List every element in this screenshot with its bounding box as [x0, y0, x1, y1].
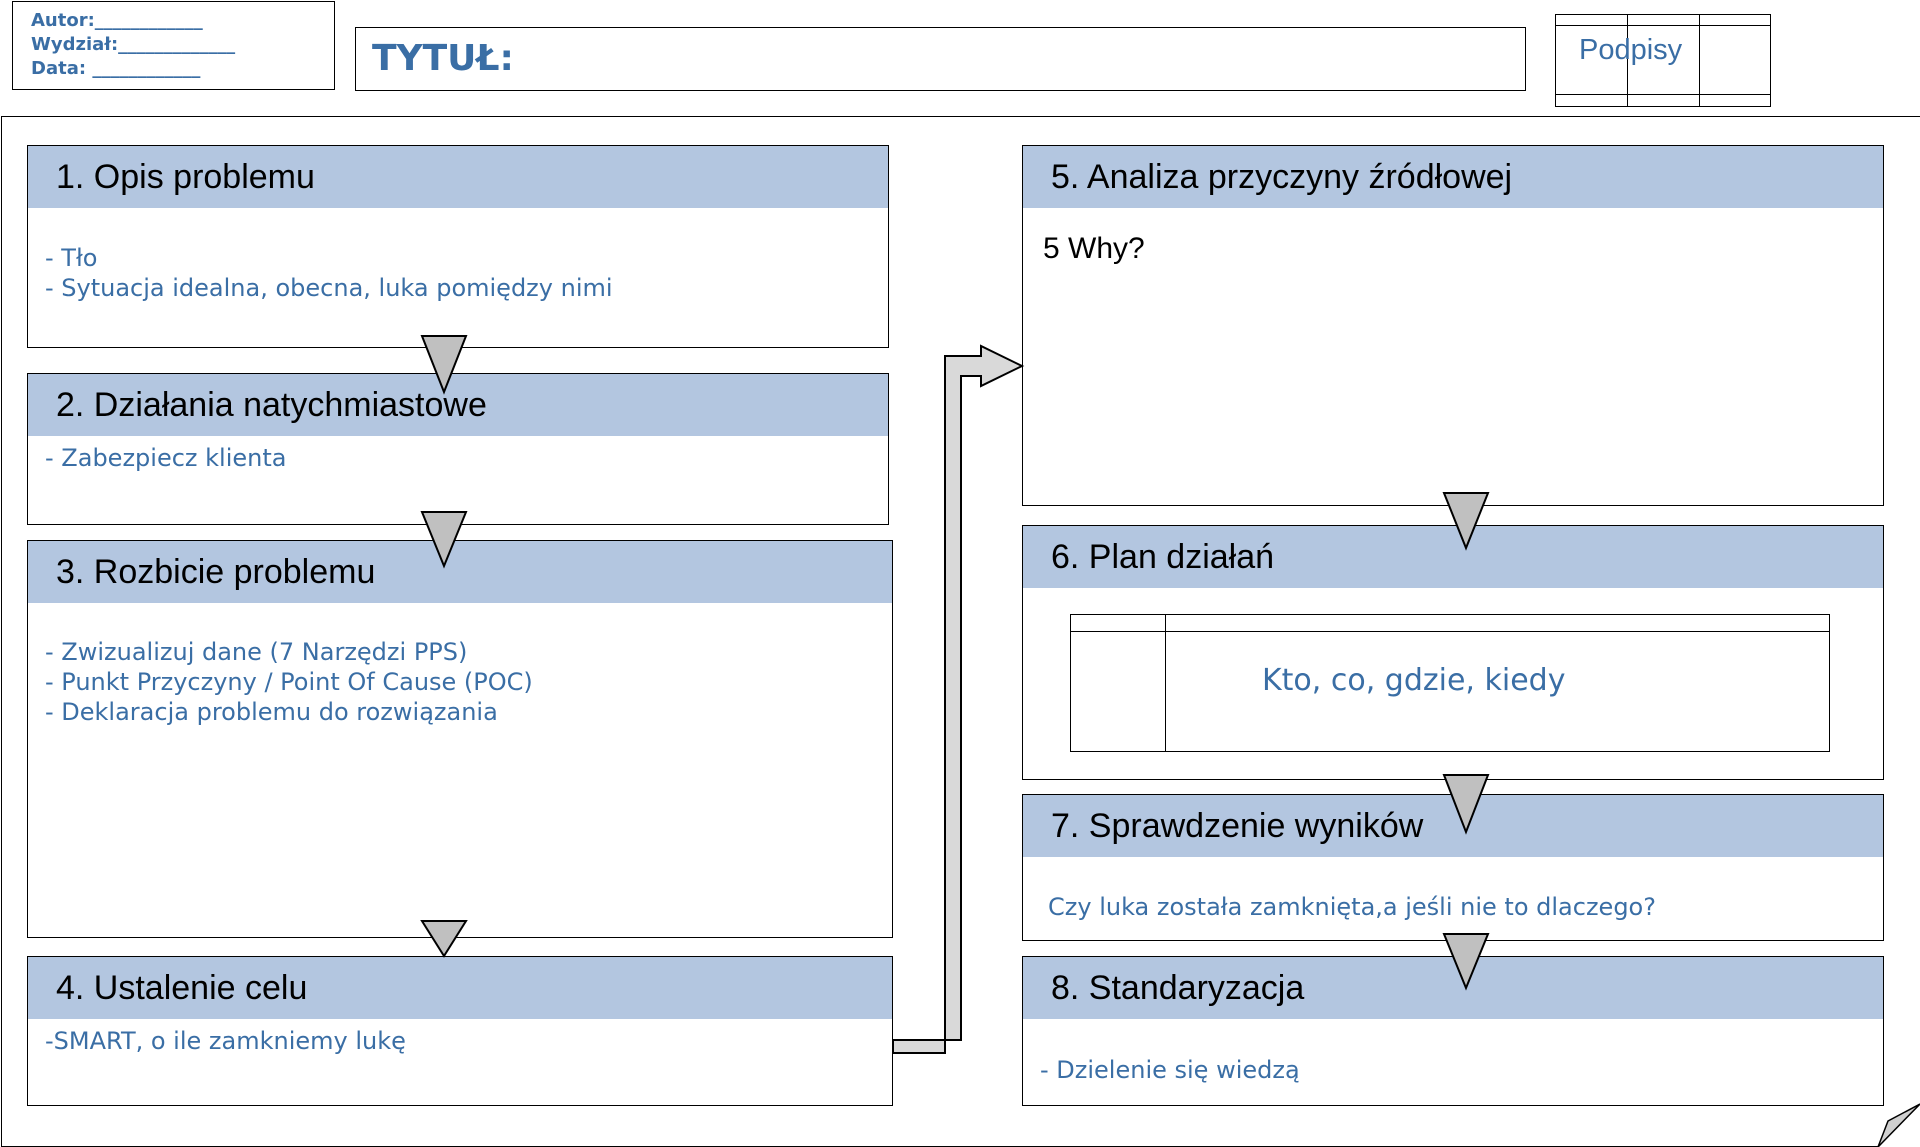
panel-header: 7. Sprawdzenie wyników [1023, 795, 1883, 857]
panel-title: 5. Analiza przyczyny źródłowej [1051, 158, 1513, 196]
panel-content[interactable]: Czy luka została zamknięta,a jeśli nie t… [1048, 893, 1656, 921]
action-plan-table[interactable]: Kto, co, gdzie, kiedy [1070, 614, 1830, 752]
panel-content[interactable]: -SMART, o ile zamkniemy lukę [45, 1027, 406, 1055]
signatures-label: Podpisy [1579, 34, 1683, 66]
title-field[interactable]: TYTUŁ: [355, 27, 1526, 91]
panel-content[interactable]: - Dzielenie się wiedzą [1040, 1056, 1300, 1084]
panel-content[interactable]: - Zabezpiecz klienta [45, 444, 287, 472]
panel-title: 2. Działania natychmiastowe [56, 386, 487, 424]
panel-content[interactable]: - Tło - Sytuacja idealna, obecna, luka p… [45, 244, 613, 302]
panel-header: 6. Plan działań [1023, 526, 1883, 588]
panel-results-check: 7. Sprawdzenie wyników Czy luka została … [1022, 794, 1884, 941]
date-label: Data: [31, 58, 87, 79]
table-header-line [1071, 631, 1829, 632]
panel-header: 4. Ustalenie celu [28, 957, 892, 1019]
panel-action-plan: 6. Plan działań Kto, co, gdzie, kiedy [1022, 525, 1884, 780]
signatures-box: Podpisy [1555, 14, 1771, 107]
panel-title: 8. Standaryzacja [1051, 969, 1305, 1007]
department-label: Wydział: [31, 34, 119, 55]
title-label: TYTUŁ: [372, 38, 514, 79]
date-field[interactable]: Data: ____________ [31, 58, 201, 79]
panel-header: 1. Opis problemu [28, 146, 888, 208]
panel-title: 3. Rozbicie problemu [56, 553, 376, 591]
author-field[interactable]: Autor:____________ [31, 10, 203, 31]
panel-title: 1. Opis problemu [56, 158, 315, 196]
panel-root-cause-analysis: 5. Analiza przyczyny źródłowej 5 Why? [1022, 145, 1884, 506]
department-field[interactable]: Wydział:_____________ [31, 34, 236, 55]
panel-header: 8. Standaryzacja [1023, 957, 1883, 1019]
panel-target-setting: 4. Ustalenie celu -SMART, o ile zamkniem… [27, 956, 893, 1106]
panel-title: 4. Ustalenie celu [56, 969, 308, 1007]
signatures-grid-col1 [1627, 15, 1628, 106]
document-meta-box: Autor:____________ Wydział:_____________… [12, 1, 335, 90]
signatures-grid-bottom [1556, 94, 1770, 95]
panel-header: 3. Rozbicie problemu [28, 541, 892, 603]
panel-header: 2. Działania natychmiastowe [28, 374, 888, 436]
author-label: Autor: [31, 10, 95, 31]
table-column-divider [1165, 615, 1166, 751]
panel-content[interactable]: 5 Why? [1043, 232, 1145, 265]
panel-immediate-actions: 2. Działania natychmiastowe - Zabezpiecz… [27, 373, 889, 525]
panel-header: 5. Analiza przyczyny źródłowej [1023, 146, 1883, 208]
panel-problem-description: 1. Opis problemu - Tło - Sytuacja idealn… [27, 145, 889, 348]
panel-content[interactable]: - Zwizualizuj dane (7 Narzędzi PPS) - Pu… [45, 638, 533, 726]
panel-title: 7. Sprawdzenie wyników [1051, 807, 1424, 845]
signatures-grid-col2 [1699, 15, 1700, 106]
action-plan-table-text: Kto, co, gdzie, kiedy [1262, 663, 1566, 698]
panel-problem-breakdown: 3. Rozbicie problemu - Zwizualizuj dane … [27, 540, 893, 938]
panel-title: 6. Plan działań [1051, 538, 1275, 576]
signatures-grid-top [1556, 25, 1770, 26]
panel-standardization: 8. Standaryzacja - Dzielenie się wiedzą [1022, 956, 1884, 1106]
